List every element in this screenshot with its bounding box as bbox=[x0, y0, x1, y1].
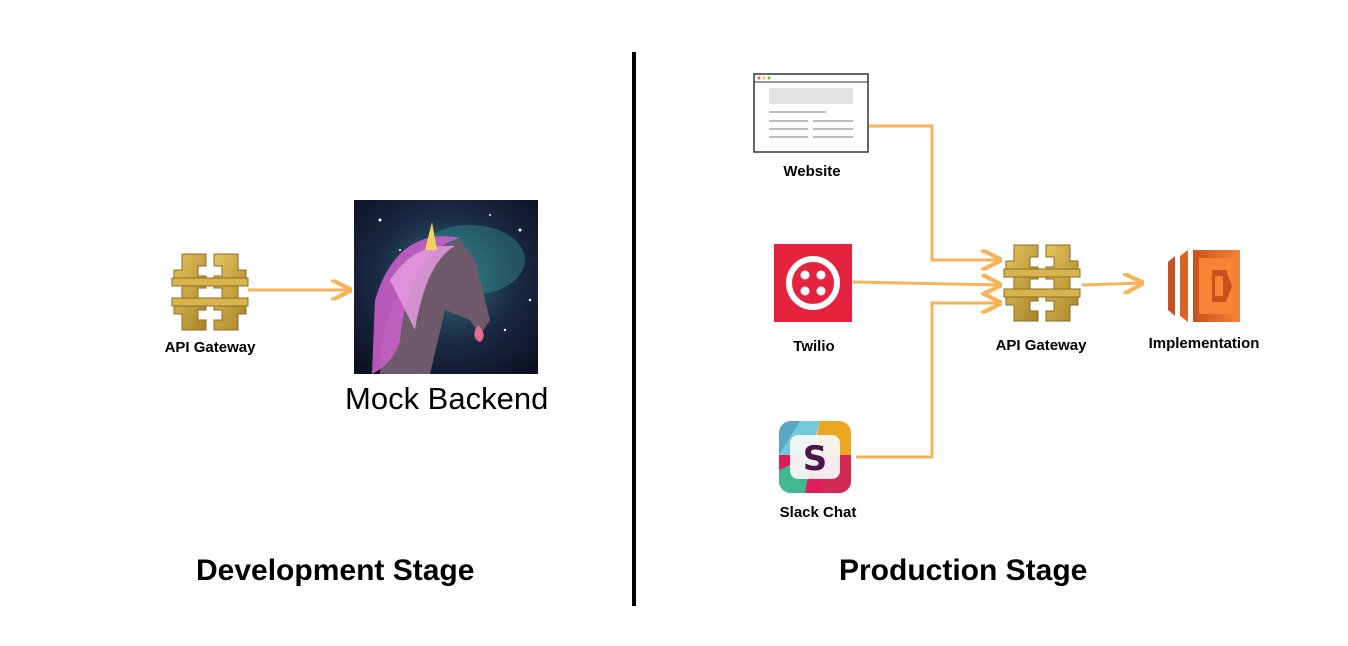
gateway-to-implementation-arrow bbox=[1081, 283, 1142, 285]
unicorn-image bbox=[354, 200, 538, 374]
twilio-to-gateway-arrow bbox=[852, 282, 1000, 285]
slack-logo-icon: S bbox=[779, 421, 851, 493]
website-label: Website bbox=[783, 163, 841, 180]
lambda-icon bbox=[1168, 250, 1240, 322]
svg-text:S: S bbox=[803, 439, 828, 479]
slack-to-gateway-arrow bbox=[856, 303, 1000, 459]
dev-gateway-label: API Gateway bbox=[164, 339, 256, 356]
dev-api-gateway-icon bbox=[171, 253, 249, 331]
prod-gateway-label: API Gateway bbox=[995, 337, 1087, 354]
browser-window-icon bbox=[753, 73, 869, 153]
slack-chat-label: Slack Chat bbox=[779, 504, 857, 521]
mock-backend-label: Mock Backend bbox=[345, 381, 549, 416]
development-stage-title: Development Stage bbox=[196, 554, 475, 587]
prod-api-gateway-icon bbox=[1003, 244, 1081, 322]
production-stage-title: Production Stage bbox=[839, 554, 1088, 587]
twilio-logo-icon bbox=[774, 244, 852, 322]
twilio-label: Twilio bbox=[793, 338, 835, 355]
website-to-gateway-arrow bbox=[869, 124, 1000, 260]
implementation-label: Implementation bbox=[1148, 335, 1260, 352]
